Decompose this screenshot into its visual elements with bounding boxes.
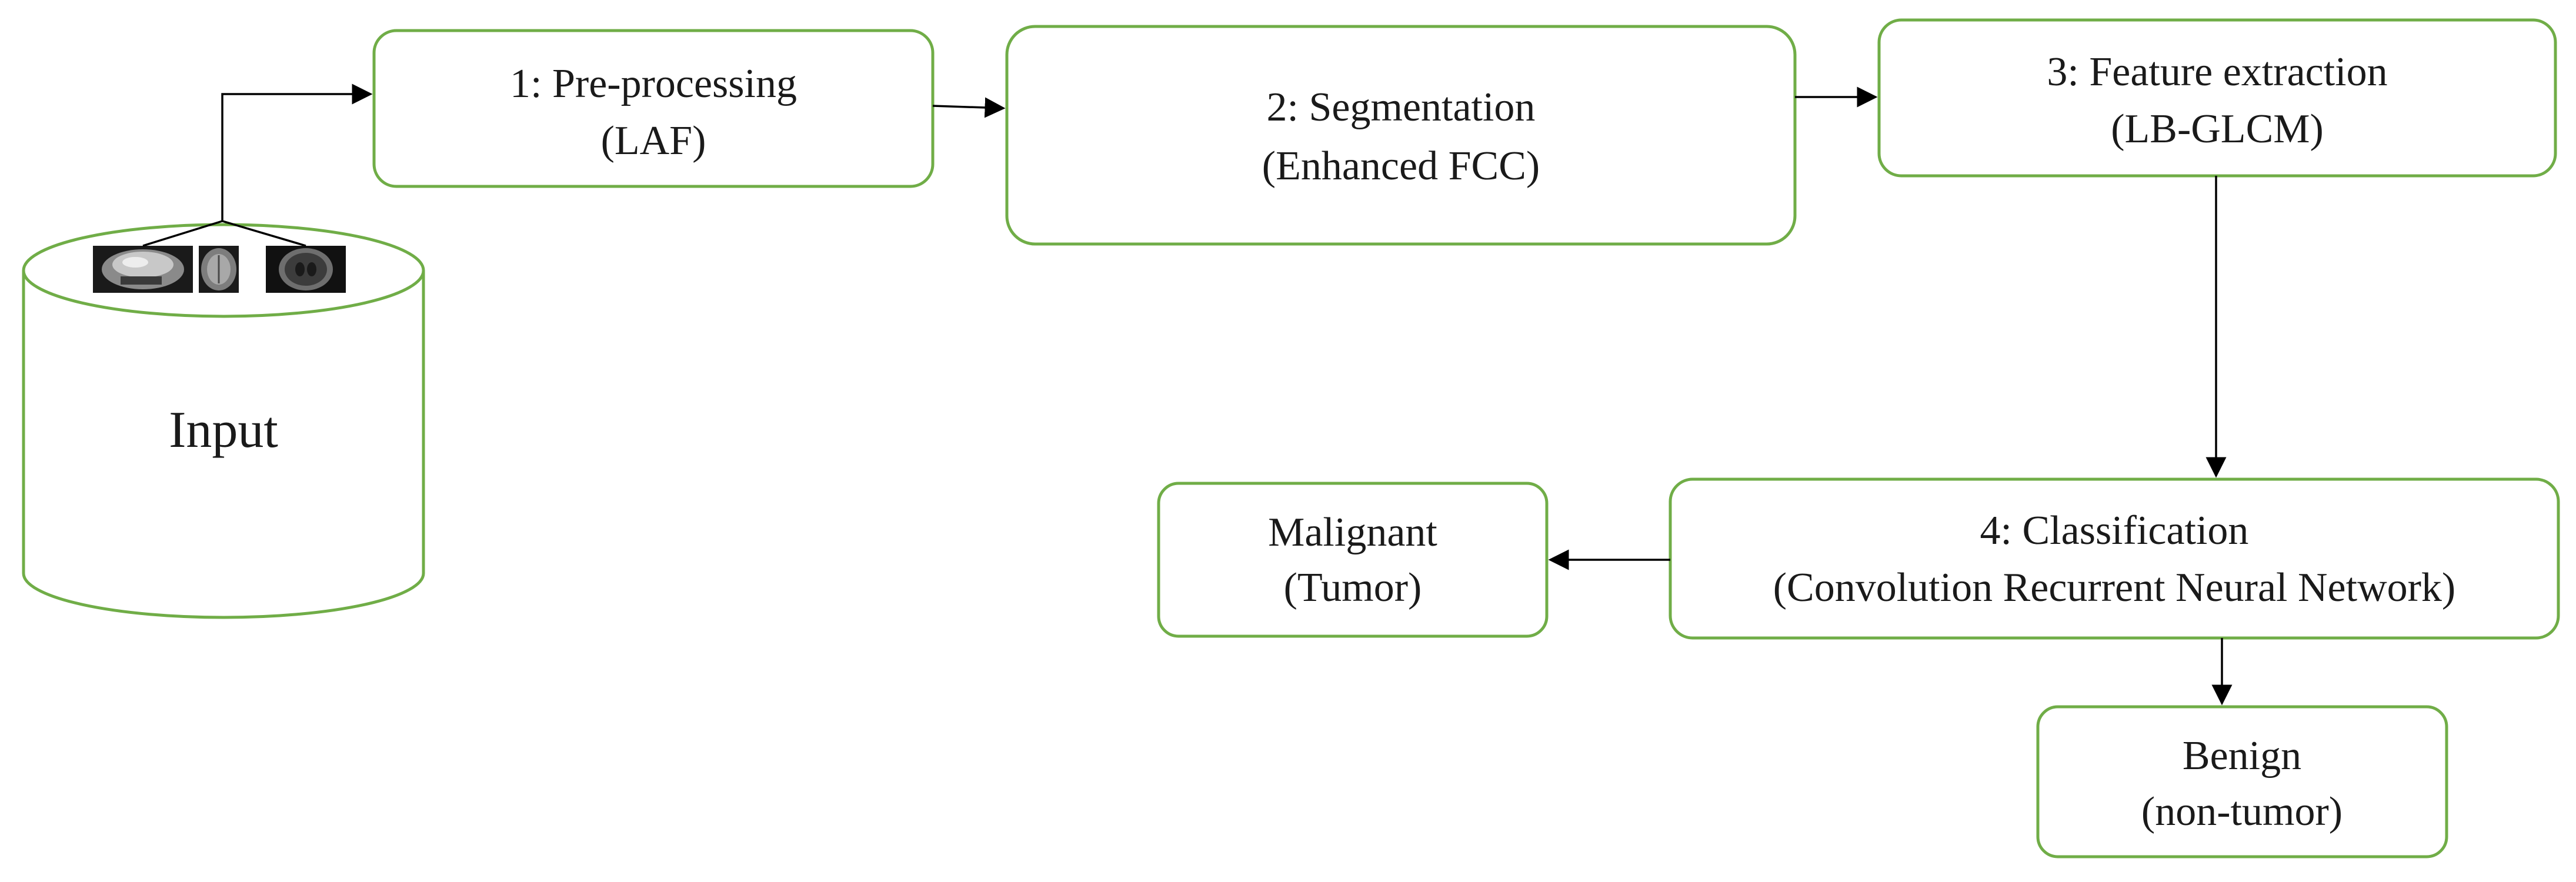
input-fan-line-right xyxy=(222,220,306,247)
step-preprocessing: 1: Pre-processing (LAF) xyxy=(372,29,935,188)
step-feature-extraction: 3: Feature extraction (LB-GLCM) xyxy=(1877,18,2557,178)
output-malignant: Malignant (Tumor) xyxy=(1157,482,1549,638)
malignant-title: Malignant xyxy=(1268,510,1437,555)
classification-method: (Convolution Recurrent Neural Network) xyxy=(1773,565,2456,610)
mri-thumbnail-axial-1 xyxy=(199,246,239,293)
arrow-input-to-preprocessing xyxy=(221,83,373,221)
preprocessing-method: (LAF) xyxy=(601,118,706,163)
classification-title: 4: Classification xyxy=(1980,508,2249,553)
cylinder-body xyxy=(22,270,425,619)
segmentation-title: 2: Segmentation xyxy=(1267,85,1536,130)
output-benign: Benign (non-tumor) xyxy=(2036,705,2448,858)
malignant-subtitle: (Tumor) xyxy=(1284,565,1422,610)
step-segmentation: 2: Segmentation (Enhanced FCC) xyxy=(1005,25,1797,246)
step-classification: 4: Classification (Convolution Recurrent… xyxy=(1669,477,2560,640)
input-label: Input xyxy=(169,402,278,459)
feature-extraction-title: 3: Feature extraction xyxy=(2047,49,2387,95)
input-database: Input xyxy=(22,220,425,619)
benign-subtitle: (non-tumor) xyxy=(2141,789,2343,834)
segmentation-method: (Enhanced FCC) xyxy=(1262,143,1540,189)
mri-thumbnail-sagittal xyxy=(93,246,193,293)
preprocessing-title: 1: Pre-processing xyxy=(510,61,797,106)
mri-thumbnail-axial-2 xyxy=(266,246,346,293)
input-fan-line-left xyxy=(142,220,223,247)
feature-extraction-method: (LB-GLCM) xyxy=(2111,106,2324,152)
benign-title: Benign xyxy=(2183,733,2301,779)
arrow-preprocessing-to-segmentation xyxy=(932,97,1006,118)
